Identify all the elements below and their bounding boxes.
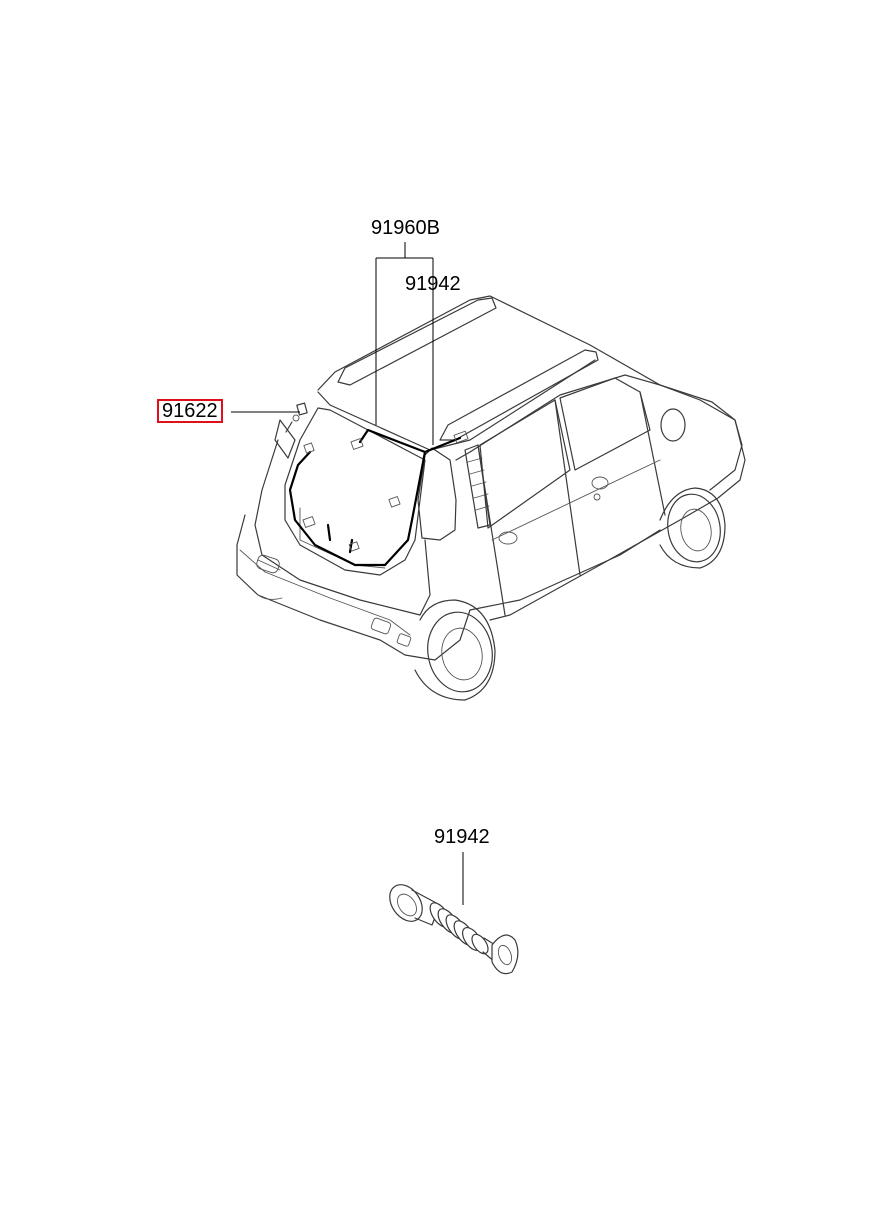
door-seams — [477, 391, 666, 616]
rear-wheel — [414, 599, 496, 701]
vehicle-illustration — [236, 295, 746, 701]
leader-91960B — [375, 242, 434, 425]
rear-door-window — [479, 399, 571, 529]
part-91622-component — [285, 402, 308, 433]
tail-lamp — [417, 447, 457, 541]
leader-lines — [231, 242, 464, 905]
callout-91960B[interactable]: 91960B — [371, 217, 440, 239]
grommet-detail-illustration — [389, 884, 519, 975]
tailgate-panel — [254, 439, 431, 616]
side-mirror — [660, 408, 686, 442]
rear-window — [284, 407, 426, 576]
wiring-harness-91960B — [288, 428, 462, 567]
roof-rail-right — [439, 349, 599, 441]
rear-side-window — [464, 444, 491, 529]
left-tail-lamp — [274, 419, 296, 459]
roof-rail-left — [337, 297, 497, 386]
front-wheel — [659, 487, 726, 569]
callout-91622-highlighted[interactable]: 91622 — [157, 399, 223, 423]
front-door-window — [559, 377, 651, 471]
grommet-bellows — [429, 902, 489, 955]
rear-roof-edge — [317, 359, 596, 451]
rear-bumper — [236, 514, 471, 661]
grommet-end-flange — [491, 934, 519, 975]
callout-91942-top[interactable]: 91942 — [405, 273, 461, 295]
callout-91942-detail[interactable]: 91942 — [434, 826, 490, 848]
roof-outline — [317, 295, 743, 491]
